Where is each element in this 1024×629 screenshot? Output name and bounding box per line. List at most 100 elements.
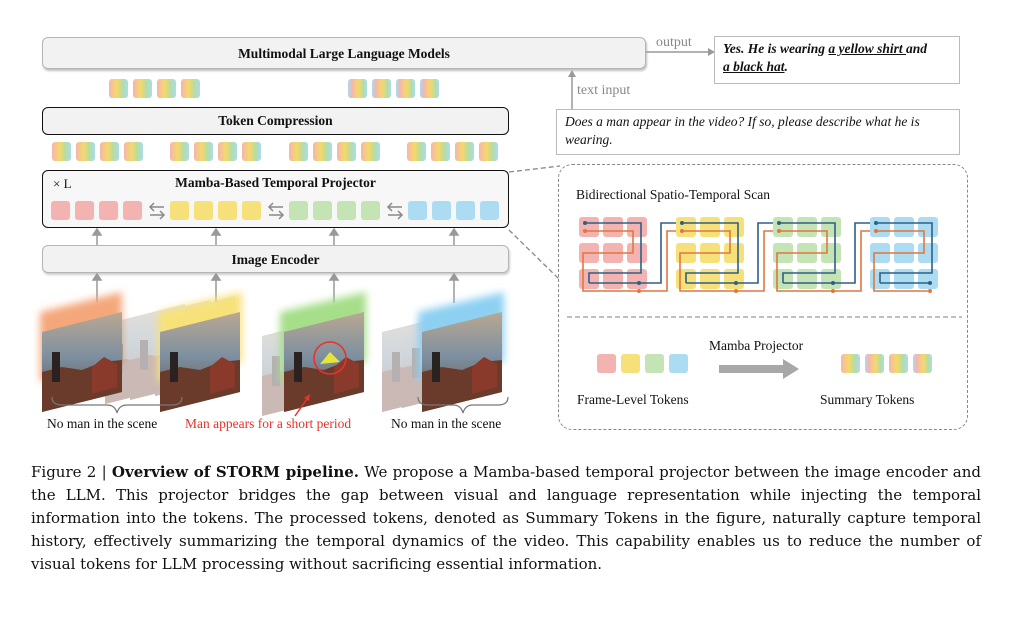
summary-token xyxy=(479,142,498,161)
panel-frame-token-blu xyxy=(669,354,688,373)
video-frames xyxy=(40,292,504,417)
mamba-projector-arrow xyxy=(719,359,799,379)
scan-node xyxy=(583,229,587,233)
summary-token xyxy=(242,142,261,161)
frame-token-yel xyxy=(194,201,213,220)
backward-scan-path xyxy=(582,230,679,292)
frame-token-grn xyxy=(289,201,308,220)
summary-token xyxy=(124,142,143,161)
projector-label: Mamba-Based Temporal Projector xyxy=(175,175,376,190)
summary-token xyxy=(361,142,380,161)
scan-token xyxy=(700,217,720,237)
scan-node xyxy=(928,289,932,293)
scan-node xyxy=(637,281,641,285)
compressed-token xyxy=(348,79,367,98)
summary-token xyxy=(194,142,213,161)
scan-token xyxy=(894,269,914,289)
scan-token xyxy=(724,269,744,289)
detail-panel: Bidirectional Spatio-Temporal Scan Mamba… xyxy=(558,164,968,430)
answer-suffix: . xyxy=(784,59,788,74)
frame-token-red xyxy=(123,201,142,220)
scan-node xyxy=(680,229,684,233)
scan-node xyxy=(831,289,835,293)
frame-token-red xyxy=(75,201,94,220)
compressed-token xyxy=(109,79,128,98)
summary-token xyxy=(218,142,237,161)
scan-token xyxy=(918,243,938,263)
scan-node xyxy=(831,281,835,285)
summary-token xyxy=(289,142,308,161)
compressed-token xyxy=(372,79,391,98)
panel-frame-token-yel xyxy=(621,354,640,373)
frame-token-yel xyxy=(242,201,261,220)
compressed-token xyxy=(157,79,176,98)
panel-frame-token-grn xyxy=(645,354,664,373)
scan-token xyxy=(676,217,696,237)
scan-node xyxy=(777,221,781,225)
summary-token xyxy=(313,142,332,161)
scan-token xyxy=(627,269,647,289)
scan-title: Bidirectional Spatio-Temporal Scan xyxy=(576,187,771,202)
forward-scan-path xyxy=(682,222,776,284)
frame-braces xyxy=(51,396,509,414)
scan-token xyxy=(821,269,841,289)
llm-label: Multimodal Large Language Models xyxy=(238,46,450,61)
scan-token xyxy=(773,217,793,237)
bidirectional-arrow-icon xyxy=(267,202,285,220)
summary-token xyxy=(337,142,356,161)
frame-caption-2: Man appears for a short period xyxy=(185,416,352,431)
frame-tokens-label: Frame-Level Tokens xyxy=(577,392,689,407)
frame-token-red xyxy=(99,201,118,220)
scan-token xyxy=(724,217,744,237)
panel-summary-token xyxy=(889,354,908,373)
scan-node xyxy=(874,221,878,225)
scan-token xyxy=(627,217,647,237)
scan-node xyxy=(680,221,684,225)
frame-token-grn xyxy=(361,201,380,220)
scan-token xyxy=(627,243,647,263)
output-label: output xyxy=(656,35,692,50)
panel-divider xyxy=(567,316,962,318)
frame-token-blu xyxy=(408,201,427,220)
token-compression-label: Token Compression xyxy=(218,113,333,128)
temporal-projector-box: × L Mamba-Based Temporal Projector xyxy=(42,170,509,228)
frame-token-grn xyxy=(313,201,332,220)
scan-node xyxy=(874,229,878,233)
figure-caption: Figure 2 | Overview of STORM pipeline. W… xyxy=(31,461,981,576)
backward-scan-path xyxy=(873,230,930,292)
summary-token xyxy=(100,142,119,161)
answer-prefix: Yes. He is wearing xyxy=(723,41,829,56)
summary-token xyxy=(76,142,95,161)
scan-token xyxy=(918,269,938,289)
scan-token xyxy=(603,269,623,289)
scan-token xyxy=(724,243,744,263)
scan-token xyxy=(821,217,841,237)
compressed-token xyxy=(396,79,415,98)
bidirectional-arrow-icon xyxy=(386,202,404,220)
answer-item-hat: a black hat xyxy=(723,59,785,74)
scan-node xyxy=(777,229,781,233)
encoder-to-projector-arrows xyxy=(91,228,460,245)
caption-title: Overview of STORM pipeline. xyxy=(111,463,360,481)
scan-token xyxy=(870,217,890,237)
forward-scan-path xyxy=(585,222,679,284)
forward-scan-path xyxy=(779,222,873,284)
caption-number: Figure 2 | xyxy=(31,463,112,481)
scan-diagram xyxy=(579,217,938,293)
scan-node xyxy=(734,281,738,285)
summary-token xyxy=(455,142,474,161)
forward-scan-path xyxy=(876,222,933,284)
frame-caption-3: No man in the scene xyxy=(391,416,502,431)
panel-summary-token xyxy=(913,354,932,373)
text-input-arrow xyxy=(568,70,576,111)
summary-tokens-label: Summary Tokens xyxy=(820,392,915,407)
frame-token-blu xyxy=(480,201,499,220)
frame-token-blu xyxy=(432,201,451,220)
frame-token-blu xyxy=(456,201,475,220)
frame-token-grn xyxy=(337,201,356,220)
summary-token xyxy=(52,142,71,161)
panel-summary-token xyxy=(841,354,860,373)
summary-token xyxy=(431,142,450,161)
compressed-token xyxy=(420,79,439,98)
